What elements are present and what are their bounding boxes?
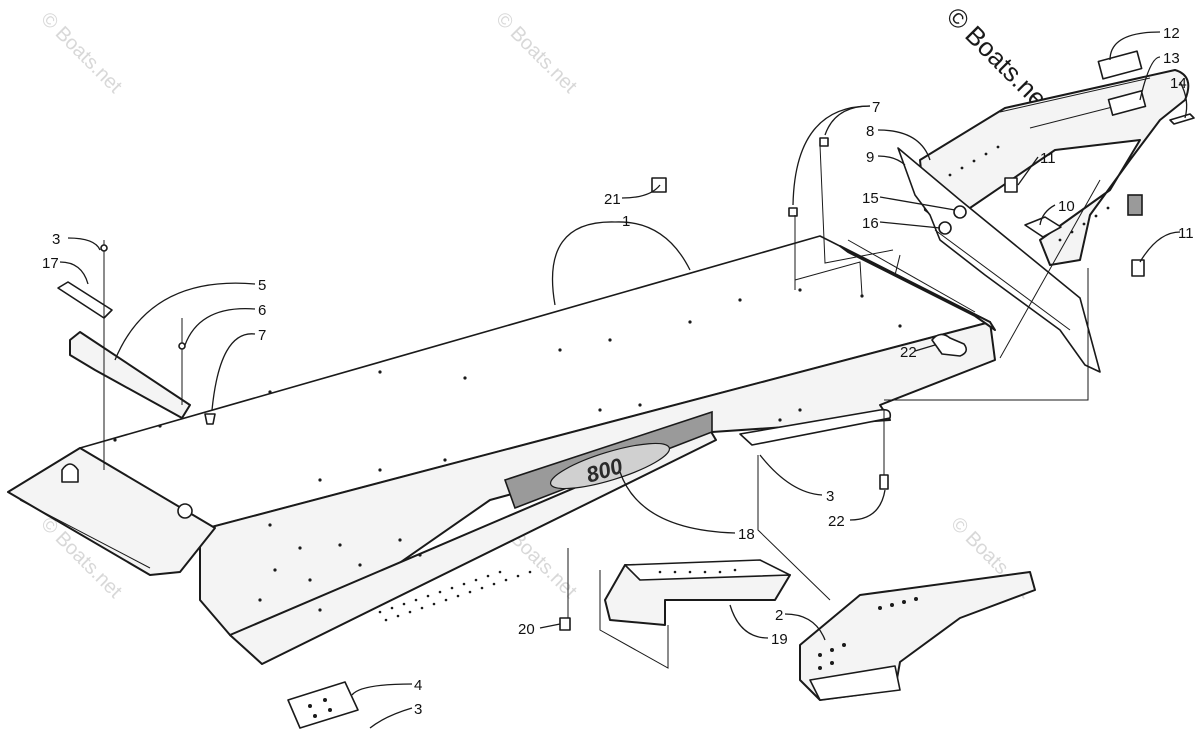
- bolt-part-20: [559, 617, 571, 631]
- callout-11: 11: [1040, 150, 1056, 167]
- plug-part-7b: [819, 137, 829, 147]
- callout-20: 20: [518, 621, 535, 638]
- watermark-text: © Boats.net: [491, 8, 581, 98]
- watermark-text: © Boats.net: [36, 8, 126, 98]
- side-plate-part-2: [799, 571, 1036, 701]
- callout-14: 14: [1170, 75, 1187, 92]
- rear-flap-part-9: [897, 147, 1101, 373]
- clip-part-11b: [1131, 259, 1145, 277]
- decal-part-12: [1097, 50, 1143, 80]
- callout-7: 7: [258, 327, 266, 344]
- callout-13: 13: [1163, 50, 1180, 67]
- nut-part-10: [1024, 216, 1062, 238]
- callout-3: 3: [826, 488, 834, 505]
- plug-part-7a: [788, 207, 798, 217]
- plate-part-4: [287, 681, 359, 729]
- callout-8: 8: [866, 123, 874, 140]
- bolt-part-22b: [879, 474, 889, 490]
- hardware-items: [204, 50, 1195, 425]
- footrest-perforations: [658, 568, 737, 574]
- callout-17: 17: [42, 255, 59, 272]
- callout-16: 16: [862, 215, 879, 232]
- callout-3: 3: [52, 231, 60, 248]
- washer-part-15: [953, 205, 967, 219]
- callout-7: 7: [872, 99, 880, 116]
- bolt-part-22a: [931, 333, 968, 357]
- tunnel-part-1: [7, 235, 996, 665]
- callout-6: 6: [258, 302, 266, 319]
- plate-holes: [818, 597, 918, 670]
- callout-11: 11: [1178, 225, 1194, 242]
- nut-part-16: [938, 221, 952, 235]
- emblem-decal-part-18: 800: [503, 410, 713, 510]
- callout-18: 18: [738, 526, 755, 543]
- callout-21: 21: [604, 191, 621, 208]
- callout-22: 22: [828, 513, 845, 530]
- callout-12: 12: [1163, 25, 1180, 42]
- callout-5: 5: [258, 277, 266, 294]
- footrest-part-19: [604, 559, 791, 626]
- callout-9: 9: [866, 149, 874, 166]
- strap-part-17: [57, 281, 113, 319]
- tunnel-perforations: [378, 570, 532, 622]
- callout-22: 22: [900, 344, 917, 361]
- decal-part-21: [651, 177, 667, 193]
- callout-labels: 1 2 3 3 3 4 5 6 7 7 8 9 10 11 11 12 13 1…: [42, 25, 1194, 718]
- callout-3: 3: [414, 701, 422, 718]
- callout-15: 15: [862, 190, 879, 207]
- callout-1: 1: [622, 213, 630, 230]
- decal-part-13: [1107, 90, 1147, 116]
- plug-part-7c: [204, 413, 216, 425]
- bracket-part-5: [69, 331, 191, 419]
- clip-part-11a: [1004, 177, 1018, 193]
- leader-lines: [59, 31, 1188, 729]
- bolt-part-14: [1169, 113, 1195, 125]
- callout-19: 19: [771, 631, 788, 648]
- callout-2: 2: [775, 607, 783, 624]
- callout-4: 4: [414, 677, 422, 694]
- callout-10: 10: [1058, 198, 1075, 215]
